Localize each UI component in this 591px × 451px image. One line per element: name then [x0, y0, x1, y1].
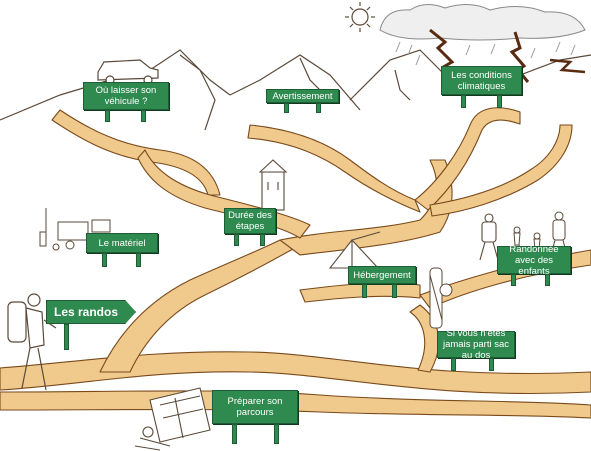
gear-equipment-icon — [39, 208, 111, 251]
sign-randonnee-enfants-board: Randonnée avec des enfants — [497, 243, 571, 277]
sign-les-randos-board: Les randos — [46, 300, 136, 324]
sign-vehicule-board: Où laisser son véhicule ? — [83, 82, 169, 110]
sign-post — [102, 253, 107, 267]
climber-icon — [429, 267, 453, 329]
sign-materiel[interactable]: Le matériel — [86, 233, 158, 267]
sign-post — [497, 95, 502, 108]
sign-preparer-label: Préparer son parcours — [227, 396, 283, 418]
map-reader-icon — [134, 387, 211, 451]
hiker-icon — [479, 213, 499, 261]
sign-post — [489, 358, 494, 371]
sign-post — [316, 103, 321, 113]
sign-materiel-board: Le matériel — [86, 233, 158, 253]
sign-avertissement-label: Avertissement — [272, 90, 333, 102]
sign-duree[interactable]: Durée des étapes — [224, 208, 276, 246]
car-icon — [97, 59, 159, 85]
sign-post — [362, 284, 367, 298]
sign-duree-board: Durée des étapes — [224, 208, 276, 234]
sign-conditions-board: Les conditions climatiques — [441, 66, 522, 95]
sign-hebergement[interactable]: Hébergement — [348, 266, 416, 298]
sign-conditions-label: Les conditions climatiques — [451, 69, 512, 92]
sign-avertissement-board: Avertissement — [266, 89, 339, 103]
sign-avertissement[interactable]: Avertissement — [266, 89, 339, 113]
sign-jamais[interactable]: Si vous n'êtes jamais parti sac au dos — [437, 328, 515, 371]
backpack-icon — [7, 293, 57, 391]
sign-post — [284, 103, 289, 113]
sign-post — [545, 274, 550, 286]
sign-preparer[interactable]: Préparer son parcours — [212, 390, 298, 444]
sign-les-randos-label: Les randos — [54, 305, 119, 319]
sign-post — [451, 358, 456, 371]
sign-randonnee-enfants[interactable]: Randonnée avec des enfants — [497, 243, 571, 286]
sign-post — [511, 274, 516, 286]
sign-post — [461, 95, 466, 108]
sign-post — [136, 253, 141, 267]
sign-post — [64, 324, 69, 350]
sign-vehicule[interactable]: Où laisser son véhicule ? — [83, 82, 169, 122]
sign-preparer-board: Préparer son parcours — [212, 390, 298, 424]
sign-post — [260, 234, 265, 246]
sign-les-randos[interactable]: Les randos — [46, 300, 136, 350]
sign-post — [392, 284, 397, 298]
sign-vehicule-label: Où laisser son véhicule ? — [95, 85, 157, 107]
sign-post — [274, 424, 279, 444]
sign-jamais-board: Si vous n'êtes jamais parti sac au dos — [437, 328, 515, 361]
sign-post — [105, 110, 110, 122]
sign-conditions[interactable]: Les conditions climatiques — [441, 66, 522, 108]
sign-hebergement-label: Hébergement — [353, 269, 411, 281]
sign-post — [141, 110, 146, 122]
sun-icon — [345, 2, 375, 32]
storm-cloud-icon — [379, 4, 586, 83]
tower-icon — [258, 159, 288, 211]
sign-post — [232, 424, 237, 444]
sign-hebergement-board: Hébergement — [348, 266, 416, 284]
sign-randonnee-enfants-label: Randonnée avec des enfants — [509, 243, 559, 277]
sign-duree-label: Durée des étapes — [228, 210, 272, 232]
sign-post — [234, 234, 239, 246]
sign-jamais-label: Si vous n'êtes jamais parti sac au dos — [443, 328, 509, 361]
sign-materiel-label: Le matériel — [98, 237, 146, 249]
